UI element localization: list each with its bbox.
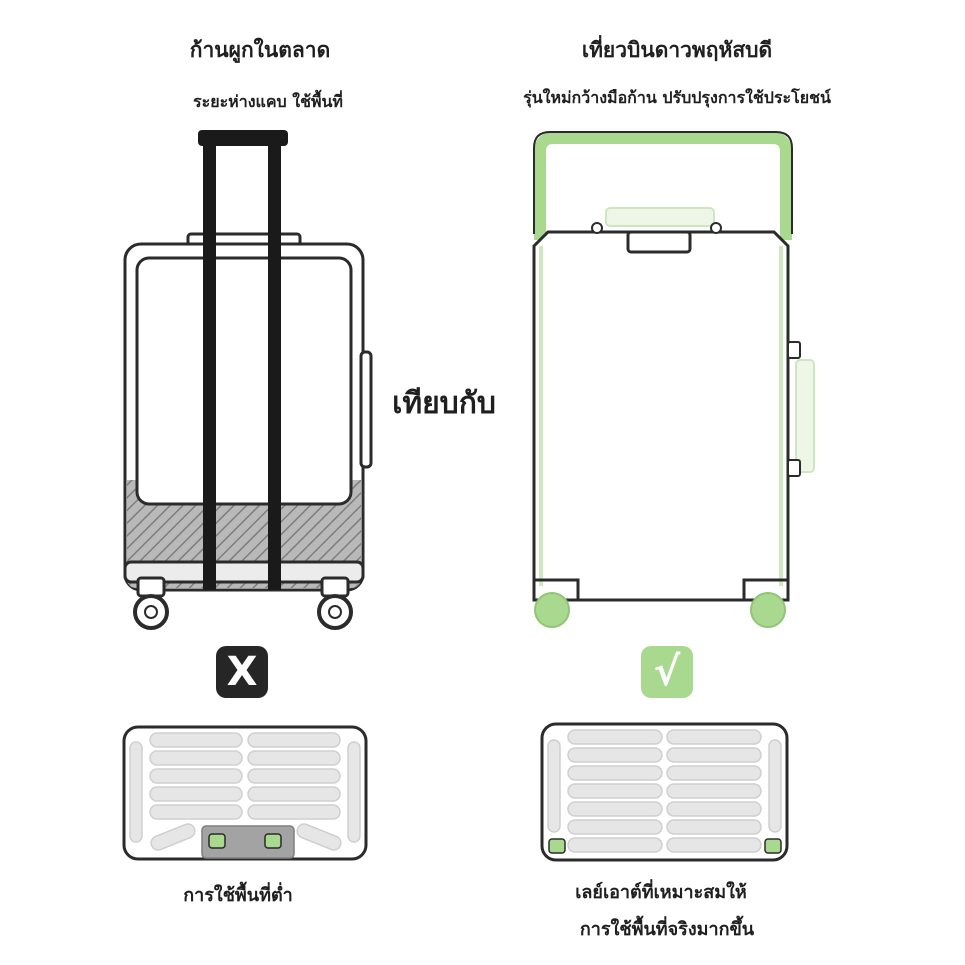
- right-title: เที่ยวบินดาวพฤหัสบดี: [581, 38, 773, 62]
- check-badge-icon: √: [641, 646, 693, 698]
- cross-badge-icon: X: [216, 646, 268, 698]
- left-subtitle: ระยะห่างแคบ ใช้พื้นที่: [193, 92, 343, 111]
- right-caption-line2: การใช้พื้นที่จริงมากขึ้น: [579, 919, 755, 940]
- right-suitcase-front: [532, 131, 815, 628]
- left-suitcase-front: [123, 130, 373, 630]
- right-suitcase-interior: [540, 722, 789, 862]
- right-caption-line1: เลย์เอาต์ที่เหมาะสมให้: [575, 882, 747, 903]
- left-suitcase-interior: [122, 725, 368, 861]
- left-title: ก้านผูกในตลาด: [189, 38, 331, 62]
- right-subtitle: รุ่นใหม่กว้างมือก้าน ปรับปรุงการใช้ประโย…: [523, 88, 831, 107]
- compare-label: เทียบกับ: [392, 386, 496, 421]
- left-caption: การใช้พื้นที่ต่ำ: [183, 885, 293, 906]
